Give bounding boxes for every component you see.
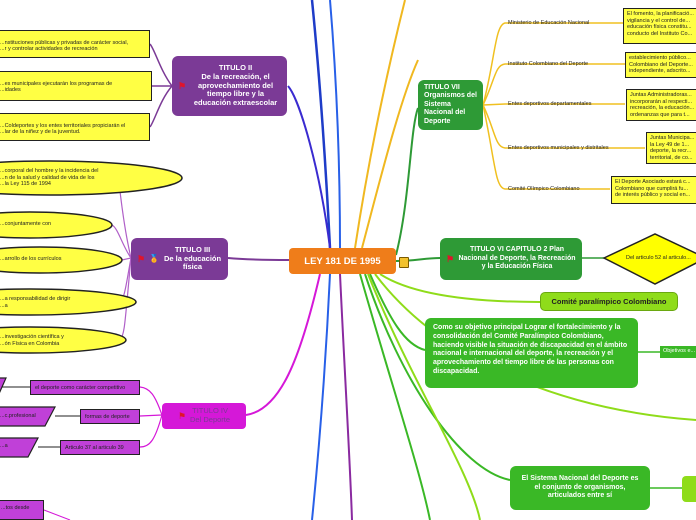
branch-departamentales[interactable]: Entes deportivos departamentales <box>508 101 592 107</box>
sistema-child-node[interactable] <box>682 476 696 502</box>
note-icon[interactable] <box>399 255 409 273</box>
branch-municipales[interactable]: Entes deportivos municipales y distrital… <box>508 145 609 151</box>
ellipse-item-3 <box>0 246 123 274</box>
comite-paralimpico-node[interactable]: Comité paralímpico Colombiano <box>540 292 678 311</box>
titulo-iii-item-5[interactable]: ...investigación científica y ...ón Físi… <box>0 334 64 347</box>
titulo-iii-item-4[interactable]: ...a responsabilidad de dirigir ...a <box>0 296 71 309</box>
diamond-label[interactable]: Del articulo 52 al articulo... <box>626 255 691 261</box>
titulo-iv-item-1[interactable]: el deporte como carácter competitivo <box>30 380 140 395</box>
medal-icon: 🏅 <box>149 254 160 264</box>
titulo-iv-item-2[interactable]: formas de deporte <box>80 409 140 424</box>
detail-comite-olimpico[interactable]: El Deporte Asociado estará c... Colombia… <box>611 176 696 204</box>
titulo-ii-node[interactable]: ⚑ TITULO II De la recreación, el aprovec… <box>172 56 287 116</box>
parallelogram-a <box>0 437 39 458</box>
ellipse-item-1 <box>0 160 183 196</box>
flag-icon: ⚑ <box>178 80 187 91</box>
sistema-node[interactable]: El Sistema Nacional del Deporte es el co… <box>510 466 650 510</box>
titulo-ii-item-1[interactable]: ...nstituciones públicas y privadas de c… <box>0 30 150 58</box>
detail-municipales[interactable]: Juntas Municipa... la Ley 49 de 1... dep… <box>646 132 696 164</box>
titulo-iii-item-3[interactable]: ...arrollo de los currículos <box>0 256 62 262</box>
titulo-iii-item-1[interactable]: ...corporal del hombre y la incidencia d… <box>0 168 99 188</box>
branch-ministerio[interactable]: Ministerio de Educación Nacional <box>508 20 590 26</box>
diamond-shape <box>602 233 696 285</box>
titulo-iv-left-item-2[interactable]: ...a <box>0 443 8 449</box>
titulo-iii-item-2[interactable]: ...conjuntamente con <box>0 221 52 227</box>
flag-icon: ⚑ <box>177 410 187 421</box>
titulo-vii-node[interactable]: TITULO VII Organismos del Sistema Nacion… <box>418 80 483 130</box>
branch-instituto[interactable]: Instituto Colombiano del Deporte <box>508 61 589 67</box>
titulo-iii-node[interactable]: ⚑ 🏅 TITULO III De la educación física <box>131 238 228 280</box>
titulo-iv-bottom-item[interactable]: ...tos desde <box>0 500 44 520</box>
flag-icon: ⚑ <box>137 253 146 264</box>
detail-departamentales[interactable]: Juntas Administradoras... incorporarán a… <box>626 89 696 121</box>
titulo-ii-item-3[interactable]: ...Coldeportes y los entes territoriales… <box>0 113 150 141</box>
objetivo-tag[interactable]: Objetivos e... <box>660 346 696 358</box>
ellipse-item-2 <box>0 211 113 239</box>
titulo-vi-node[interactable]: ⚑ TITULO VI CAPITULO 2 Plan Nacional de … <box>440 238 582 280</box>
parallelogram-profesional <box>0 406 56 427</box>
central-topic[interactable]: LEY 181 DE 1995 <box>289 248 396 274</box>
objetivo-node[interactable]: Como su objetivo principal Lograr el for… <box>425 318 638 388</box>
detail-ministerio[interactable]: El fomento, la planificació... vigilanci… <box>623 8 696 44</box>
titulo-iv-left-item-1[interactable]: ...c.profesional <box>0 413 36 419</box>
branch-comite-olimpico[interactable]: Comité Olímpico Colombiano <box>508 186 580 192</box>
flag-icon: ⚑ <box>446 253 455 264</box>
ellipse-item-5 <box>0 326 127 354</box>
titulo-iv-node[interactable]: ⚑ TITULO IV Del Deporte <box>162 403 246 429</box>
titulo-iv-item-3[interactable]: Articulo 37 al articulo 39 <box>60 440 140 455</box>
ellipse-item-4 <box>0 288 137 316</box>
detail-instituto[interactable]: establecimiento público... Colombiano de… <box>625 52 696 78</box>
titulo-ii-item-2[interactable]: ...es municipales ejecutarán los program… <box>0 71 152 101</box>
